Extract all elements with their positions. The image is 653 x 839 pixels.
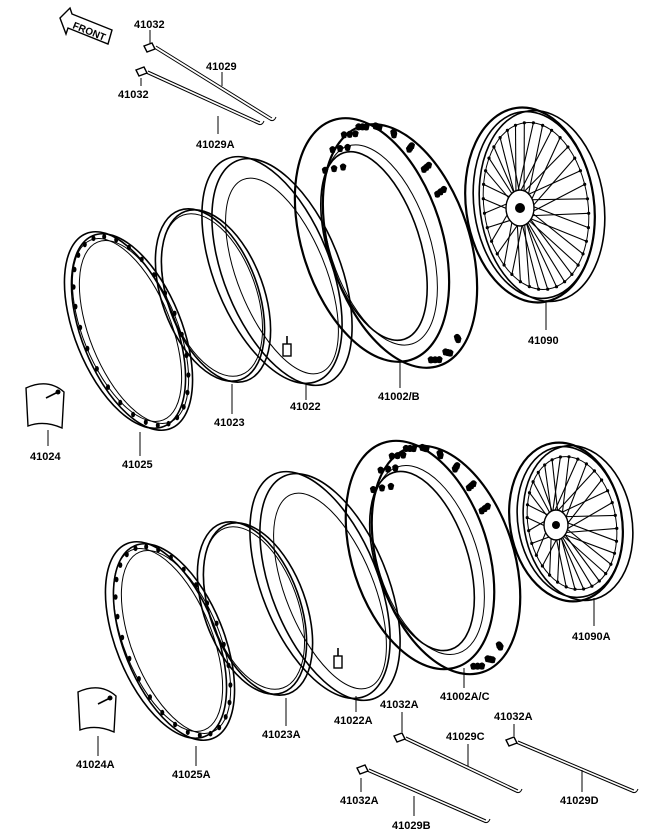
label-41023A: 41023A [262,729,301,741]
wheel-assembly-41090 [464,106,606,304]
label-41024A: 41024A [76,759,115,771]
label-41029A: 41029A [196,139,235,151]
label-41032-top: 41032 [134,19,165,31]
tire-41002B [293,117,479,369]
label-41022A: 41022A [334,715,373,727]
spoke-41029A [135,66,265,126]
inner-tube-41022 [201,155,353,387]
label-41032A-3: 41032A [340,795,379,807]
label-41029: 41029 [206,61,237,73]
spoke-41029 [143,42,277,122]
label-41023: 41023 [214,417,245,429]
rim-band-41024A [77,687,117,734]
label-41032A-2: 41032A [494,711,533,723]
label-41024: 41024 [30,451,61,463]
label-41025A: 41025A [172,769,211,781]
wheel-assembly-41090A [508,441,634,603]
rim-strip-41023A [196,521,314,696]
label-41090A: 41090A [572,631,611,643]
rim-41025A [104,540,236,742]
tire-41002AC [344,439,522,676]
label-41002AC: 41002A/C [440,691,490,703]
label-41032A-1: 41032A [380,699,419,711]
spoke-41029D [505,736,639,794]
label-41002B: 41002/B [378,391,420,403]
label-41029D: 41029D [560,795,599,807]
inner-tube-41022A [249,470,401,702]
rim-band-41024 [25,383,65,430]
rim-41025 [63,230,194,432]
label-41022: 41022 [290,401,321,413]
leader-lines [47,30,595,816]
label-41029B: 41029B [392,820,431,832]
label-41032-mid: 41032 [118,89,149,101]
spoke-41029C [393,732,523,794]
rim-strip-41023 [154,208,272,383]
label-41090: 41090 [528,335,559,347]
label-41029C: 41029C [446,731,485,743]
spoke-41029B [356,764,491,824]
front-arrow-icon: FRONT [59,6,113,45]
label-41025: 41025 [122,459,153,471]
